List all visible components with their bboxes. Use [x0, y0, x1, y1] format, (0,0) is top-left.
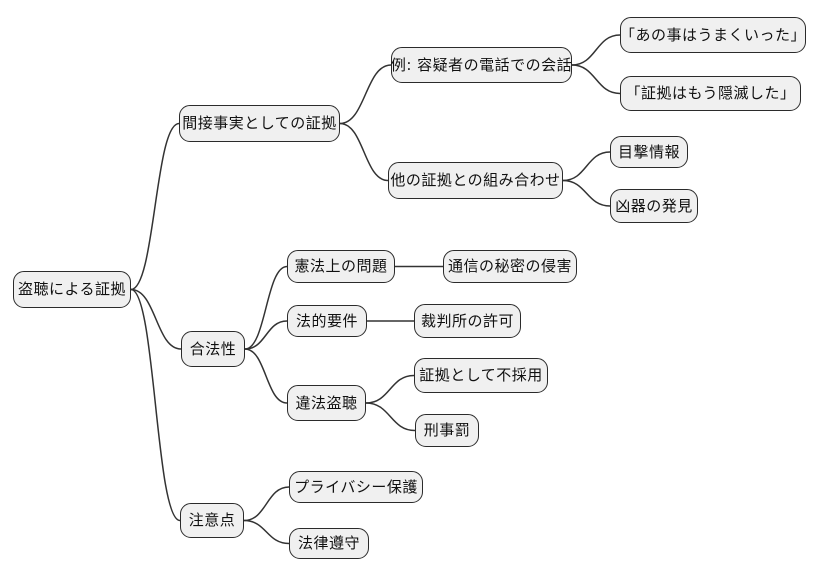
connector: [365, 402, 416, 432]
connector: [562, 179, 611, 207]
connector: [130, 288, 182, 350]
node-quote-went-well: 「あの事はうまくいった」: [620, 17, 806, 53]
node-illegal-wiretapping: 違法盗聴: [287, 385, 366, 421]
connector: [243, 519, 290, 545]
node-legality: 合法性: [181, 331, 245, 367]
connector: [571, 34, 621, 66]
connector: [571, 64, 621, 95]
connector: [244, 320, 288, 350]
connector: [130, 122, 180, 291]
connector: [339, 122, 389, 182]
node-weapon-discovery: 凶器の発見: [610, 189, 698, 223]
node-constitutional-issue: 憲法上の問題: [287, 250, 395, 283]
connector: [339, 64, 392, 125]
connector: [243, 486, 290, 522]
node-quote-evidence-destroyed: 「証拠はもう隠滅した」: [620, 76, 801, 111]
connector: [562, 151, 611, 182]
connector: [244, 348, 288, 404]
node-criminal-penalty: 刑事罰: [415, 414, 479, 447]
node-phone-conversation-example: 例: 容疑者の電話での会話: [391, 47, 572, 83]
connector: [244, 265, 288, 350]
node-law-compliance: 法律遵守: [289, 528, 369, 559]
connector: [365, 374, 415, 404]
node-court-permission: 裁判所の許可: [414, 304, 521, 338]
connector: [130, 288, 181, 522]
node-privacy-protection: プライバシー保護: [289, 471, 423, 503]
node-inadmissible-evidence: 証拠として不採用: [414, 358, 548, 393]
node-legal-requirements: 法的要件: [287, 305, 367, 337]
node-secrecy-of-communication-violation: 通信の秘密の侵害: [443, 250, 577, 283]
node-indirect-evidence: 間接事実としての証拠: [179, 105, 340, 142]
node-root: 盗聴による証拠: [13, 271, 131, 308]
node-witness-information: 目撃情報: [610, 136, 688, 168]
node-cautions: 注意点: [180, 503, 244, 538]
node-combination-with-other-evidence: 他の証拠との組み合わせ: [388, 162, 563, 199]
